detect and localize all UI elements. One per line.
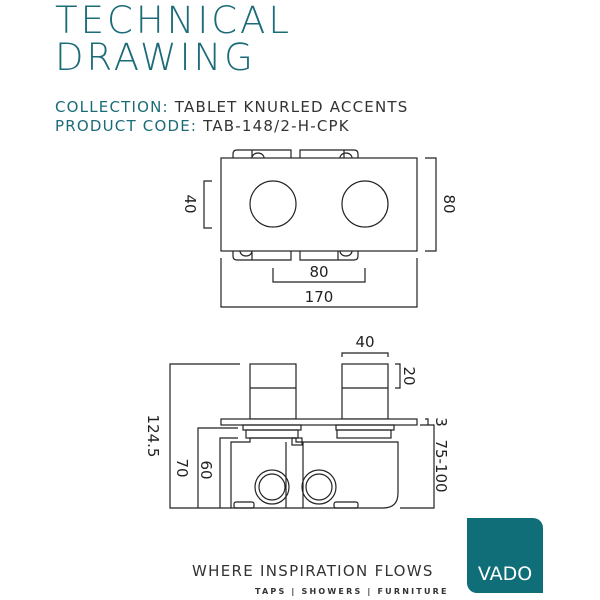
dim-line-124-5 <box>169 363 240 509</box>
dim-line-80-centres <box>272 268 366 283</box>
dim-label-3: 3 <box>432 417 450 427</box>
vado-logo: VADO <box>467 518 543 593</box>
dim-line-40-side <box>341 352 389 357</box>
dim-line-3 <box>425 418 429 425</box>
logo-text: VADO <box>477 563 533 585</box>
outlet-right <box>301 469 337 505</box>
collection-line: COLLECTION: TABLET KNURLED ACCENTS <box>55 100 408 115</box>
page-title-line1: TECHNICAL <box>55 0 292 42</box>
dim-line-80-height <box>425 157 437 252</box>
dim-line-75-100 <box>400 424 435 509</box>
dim-line-70 <box>197 427 238 508</box>
outlet-left <box>254 469 290 505</box>
dim-label-124-5: 124.5 <box>144 415 162 458</box>
dim-label-40-side: 40 <box>355 333 374 351</box>
dim-label-20: 20 <box>400 366 418 385</box>
dim-label-80-centres: 80 <box>309 263 328 281</box>
subline: TAPS | SHOWERS | FURNITURE <box>255 587 449 596</box>
bracket-top-left <box>232 149 292 159</box>
handle-left-side <box>249 363 297 420</box>
dim-line-20 <box>395 363 401 389</box>
dim-label-80-height: 80 <box>440 194 458 213</box>
product-code-value: TAB-148/2-H-CPK <box>203 117 350 135</box>
tagline: WHERE INSPIRATION FLOWS <box>192 562 434 580</box>
handle-right-front <box>341 180 389 228</box>
wall-plate <box>220 418 418 426</box>
page-title-line2: DRAWING <box>55 36 256 79</box>
bracket-bottom-left <box>232 250 292 261</box>
dim-label-40: 40 <box>181 194 199 213</box>
dim-label-170: 170 <box>305 288 334 306</box>
dim-line-170 <box>220 258 418 308</box>
valve-body <box>230 437 399 509</box>
handle-left-front <box>249 180 297 228</box>
bracket-top-right <box>299 149 359 159</box>
side-view <box>169 352 435 509</box>
product-code-label: PRODUCT CODE: <box>55 117 198 135</box>
front-view <box>203 149 437 308</box>
dim-label-60: 60 <box>197 460 215 479</box>
front-plate <box>220 157 418 252</box>
bracket-bottom-right <box>299 250 359 261</box>
dim-label-70: 70 <box>173 458 191 477</box>
product-code-line: PRODUCT CODE: TAB-148/2-H-CPK <box>55 119 350 134</box>
handle-right-side <box>341 363 389 420</box>
dim-line-40 <box>203 180 212 229</box>
dim-line-60 <box>219 437 238 508</box>
dim-label-75-100: 75-100 <box>432 439 450 492</box>
collection-label: COLLECTION: <box>55 98 169 116</box>
collection-value: TABLET KNURLED ACCENTS <box>174 98 409 116</box>
